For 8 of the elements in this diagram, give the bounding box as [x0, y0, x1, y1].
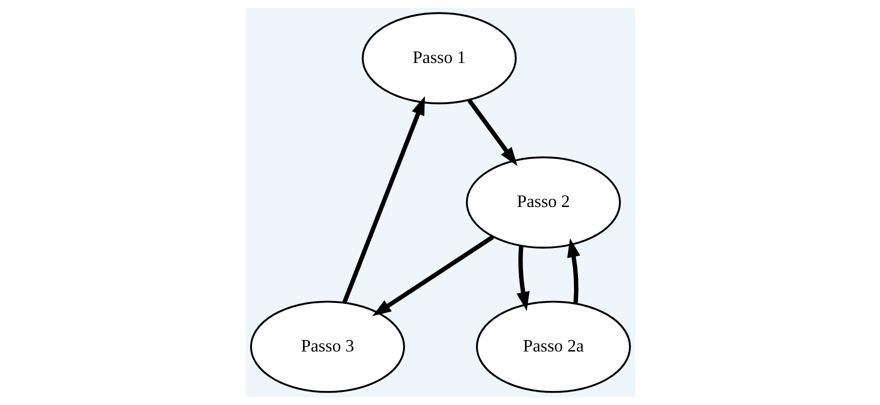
arrow [466, 98, 517, 166]
arrow [342, 96, 424, 304]
node-ellipse: Passo 2a [475, 300, 630, 393]
arrow [516, 246, 530, 311]
arrow [566, 238, 580, 304]
node-ellipse: Passo 2 [465, 156, 620, 249]
node-ellipse: Passo 1 [361, 12, 516, 104]
arrow [372, 235, 494, 316]
